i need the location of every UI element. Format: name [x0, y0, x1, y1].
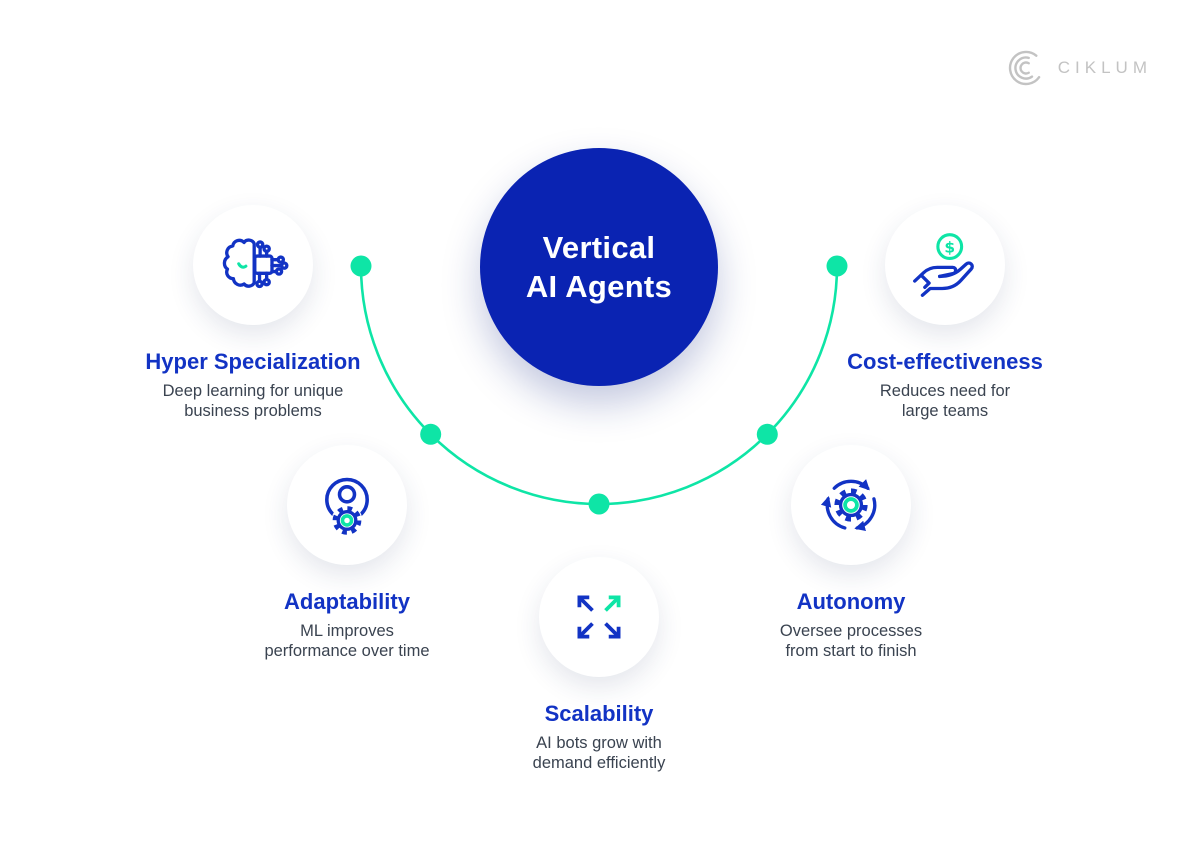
item-adaptability: Adaptability ML improves performance ove… — [197, 445, 497, 661]
item-scalability: Scalability AI bots grow with demand eff… — [449, 557, 749, 773]
gear-cycle-icon-circle — [791, 445, 911, 565]
center-title-line1: Vertical — [542, 230, 656, 265]
item-hyper-specialization: Hyper Specialization Deep learning for u… — [103, 205, 403, 421]
item-autonomy: Autonomy Oversee processes from start to… — [701, 445, 1001, 661]
arc-dot — [756, 423, 778, 445]
item-title: Scalability — [544, 701, 654, 726]
item-desc: Oversee processes from start to finish — [779, 622, 923, 660]
svg-text:$: $ — [944, 238, 955, 256]
item-desc: AI bots grow with demand efficiently — [532, 734, 666, 772]
coin-hand-icon: $ — [913, 233, 974, 297]
item-desc: ML improves performance over time — [264, 622, 430, 660]
item-title: Cost-effectiveness — [847, 349, 1043, 374]
center-title: Vertical AI Agents — [526, 228, 672, 306]
brain-circuit-icon — [222, 238, 289, 289]
center-node: Vertical AI Agents — [480, 148, 718, 386]
ciklum-logo-text: CIKLUM — [1057, 58, 1152, 77]
person-gear-icon — [325, 477, 369, 536]
item-title: Autonomy — [796, 589, 906, 614]
item-title: Adaptability — [284, 589, 410, 614]
ciklum-logo: CIKLUM — [1006, 48, 1152, 88]
center-title-line2: AI Agents — [525, 269, 673, 304]
item-desc: Reduces need for large teams — [879, 382, 1011, 420]
item-desc: Deep learning for unique business proble… — [162, 382, 344, 420]
arc-dot — [420, 423, 442, 445]
scalability-icon-circle — [539, 557, 659, 677]
cost-effectiveness-icon-circle: $ — [885, 205, 1005, 325]
gear-cycle-icon — [820, 479, 877, 532]
expand-arrows-icon — [577, 595, 621, 639]
arc-dot — [588, 493, 610, 515]
hyper-specialization-icon-circle — [193, 205, 313, 325]
item-title: Hyper Specialization — [145, 349, 361, 374]
item-cost-effectiveness: $ Cost-effectiveness Reduces need for la… — [795, 205, 1095, 421]
adaptability-icon-circle — [287, 445, 407, 565]
ciklum-logo-icon — [1008, 50, 1041, 86]
